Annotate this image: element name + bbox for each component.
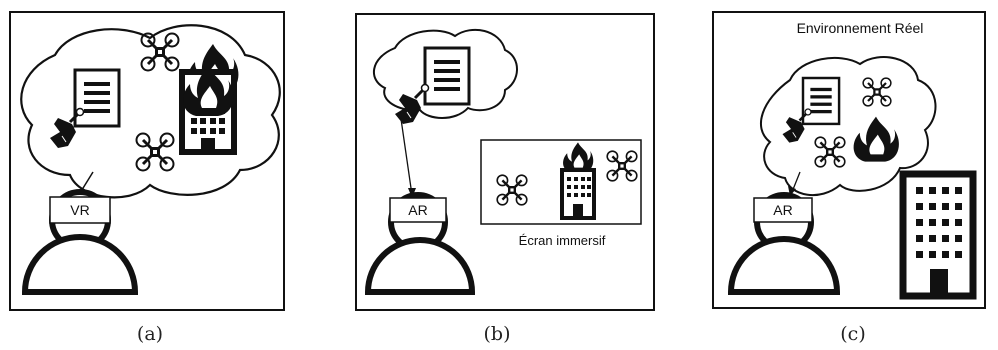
panel-b: Écran immersif AR — [355, 13, 655, 311]
headset-box — [753, 197, 813, 223]
headset-box — [389, 197, 447, 223]
panel-title: Environnement Réel — [797, 20, 924, 36]
burning-building-icon — [560, 142, 596, 220]
document-icon — [801, 76, 841, 126]
document-icon — [423, 46, 471, 106]
headset-box — [49, 196, 111, 224]
screen-label: Écran immersif — [519, 233, 606, 248]
panel-c: Environnement Réel AR — [712, 11, 986, 309]
panel-a: VR — [9, 11, 285, 311]
headset-label: AR — [408, 202, 427, 218]
headset-label: AR — [773, 202, 792, 218]
panel-b-connector — [399, 111, 413, 196]
document-icon — [73, 68, 121, 128]
burning-building-icon — [179, 44, 239, 155]
caption-b: (b) — [484, 323, 511, 345]
building-icon — [899, 170, 977, 300]
caption-c: (c) — [840, 323, 865, 345]
caption-a: (a) — [137, 323, 163, 345]
headset-label: VR — [70, 202, 89, 218]
